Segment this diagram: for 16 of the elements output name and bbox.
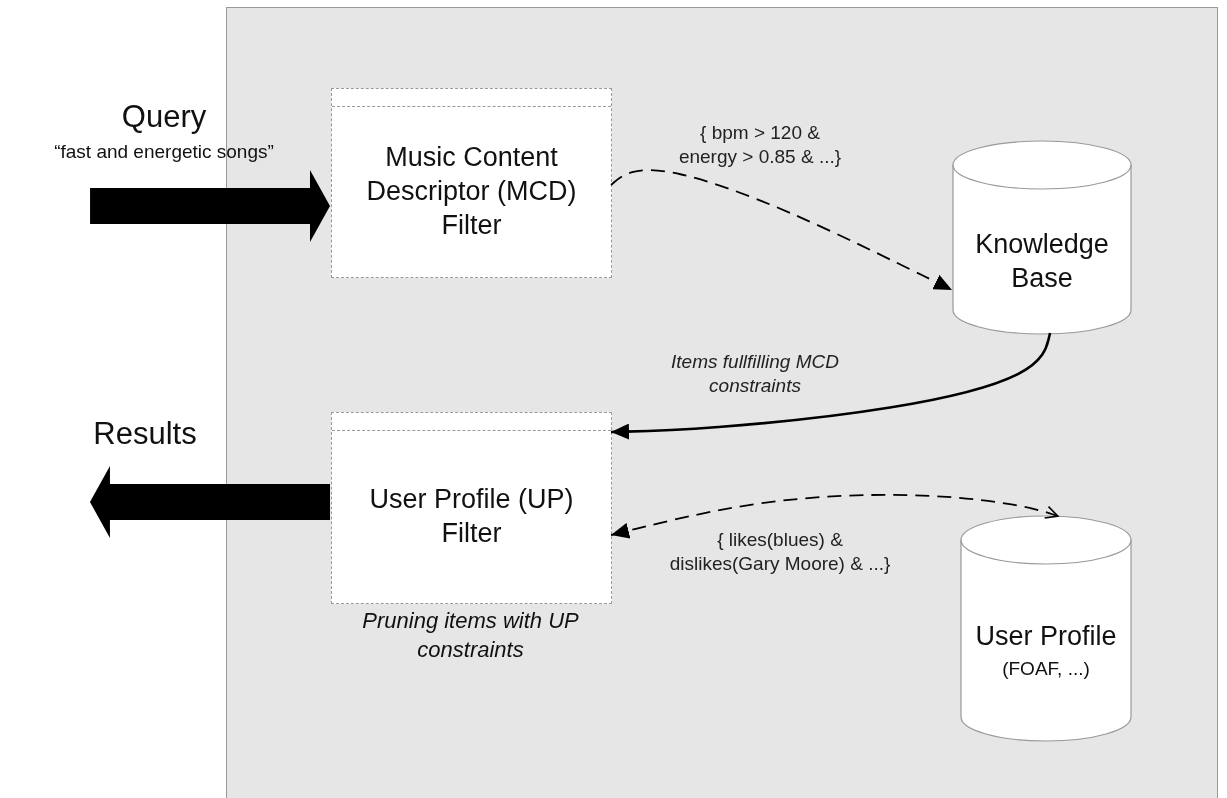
heading-text: Results — [92, 415, 198, 453]
node-title: User Profile — [974, 620, 1118, 654]
node-title: Knowledge Base — [974, 227, 1110, 295]
filter-box — [331, 412, 612, 604]
node-caption: Pruning items with UP constraints — [361, 607, 580, 664]
node-title: Music Content Descriptor (MCD) Filter — [365, 141, 578, 242]
arrow — [610, 169, 953, 291]
node-subtitle: (FOAF, ...) — [1001, 657, 1091, 682]
node-title: User Profile (UP) Filter — [368, 483, 575, 550]
arrow — [610, 332, 1052, 440]
quote-text: “fast and energetic songs” — [53, 139, 275, 164]
block-arrow — [89, 466, 330, 538]
filter-box — [331, 88, 612, 278]
heading-text: Query — [120, 98, 208, 136]
block-arrow — [90, 169, 330, 242]
arrow — [610, 493, 1059, 539]
